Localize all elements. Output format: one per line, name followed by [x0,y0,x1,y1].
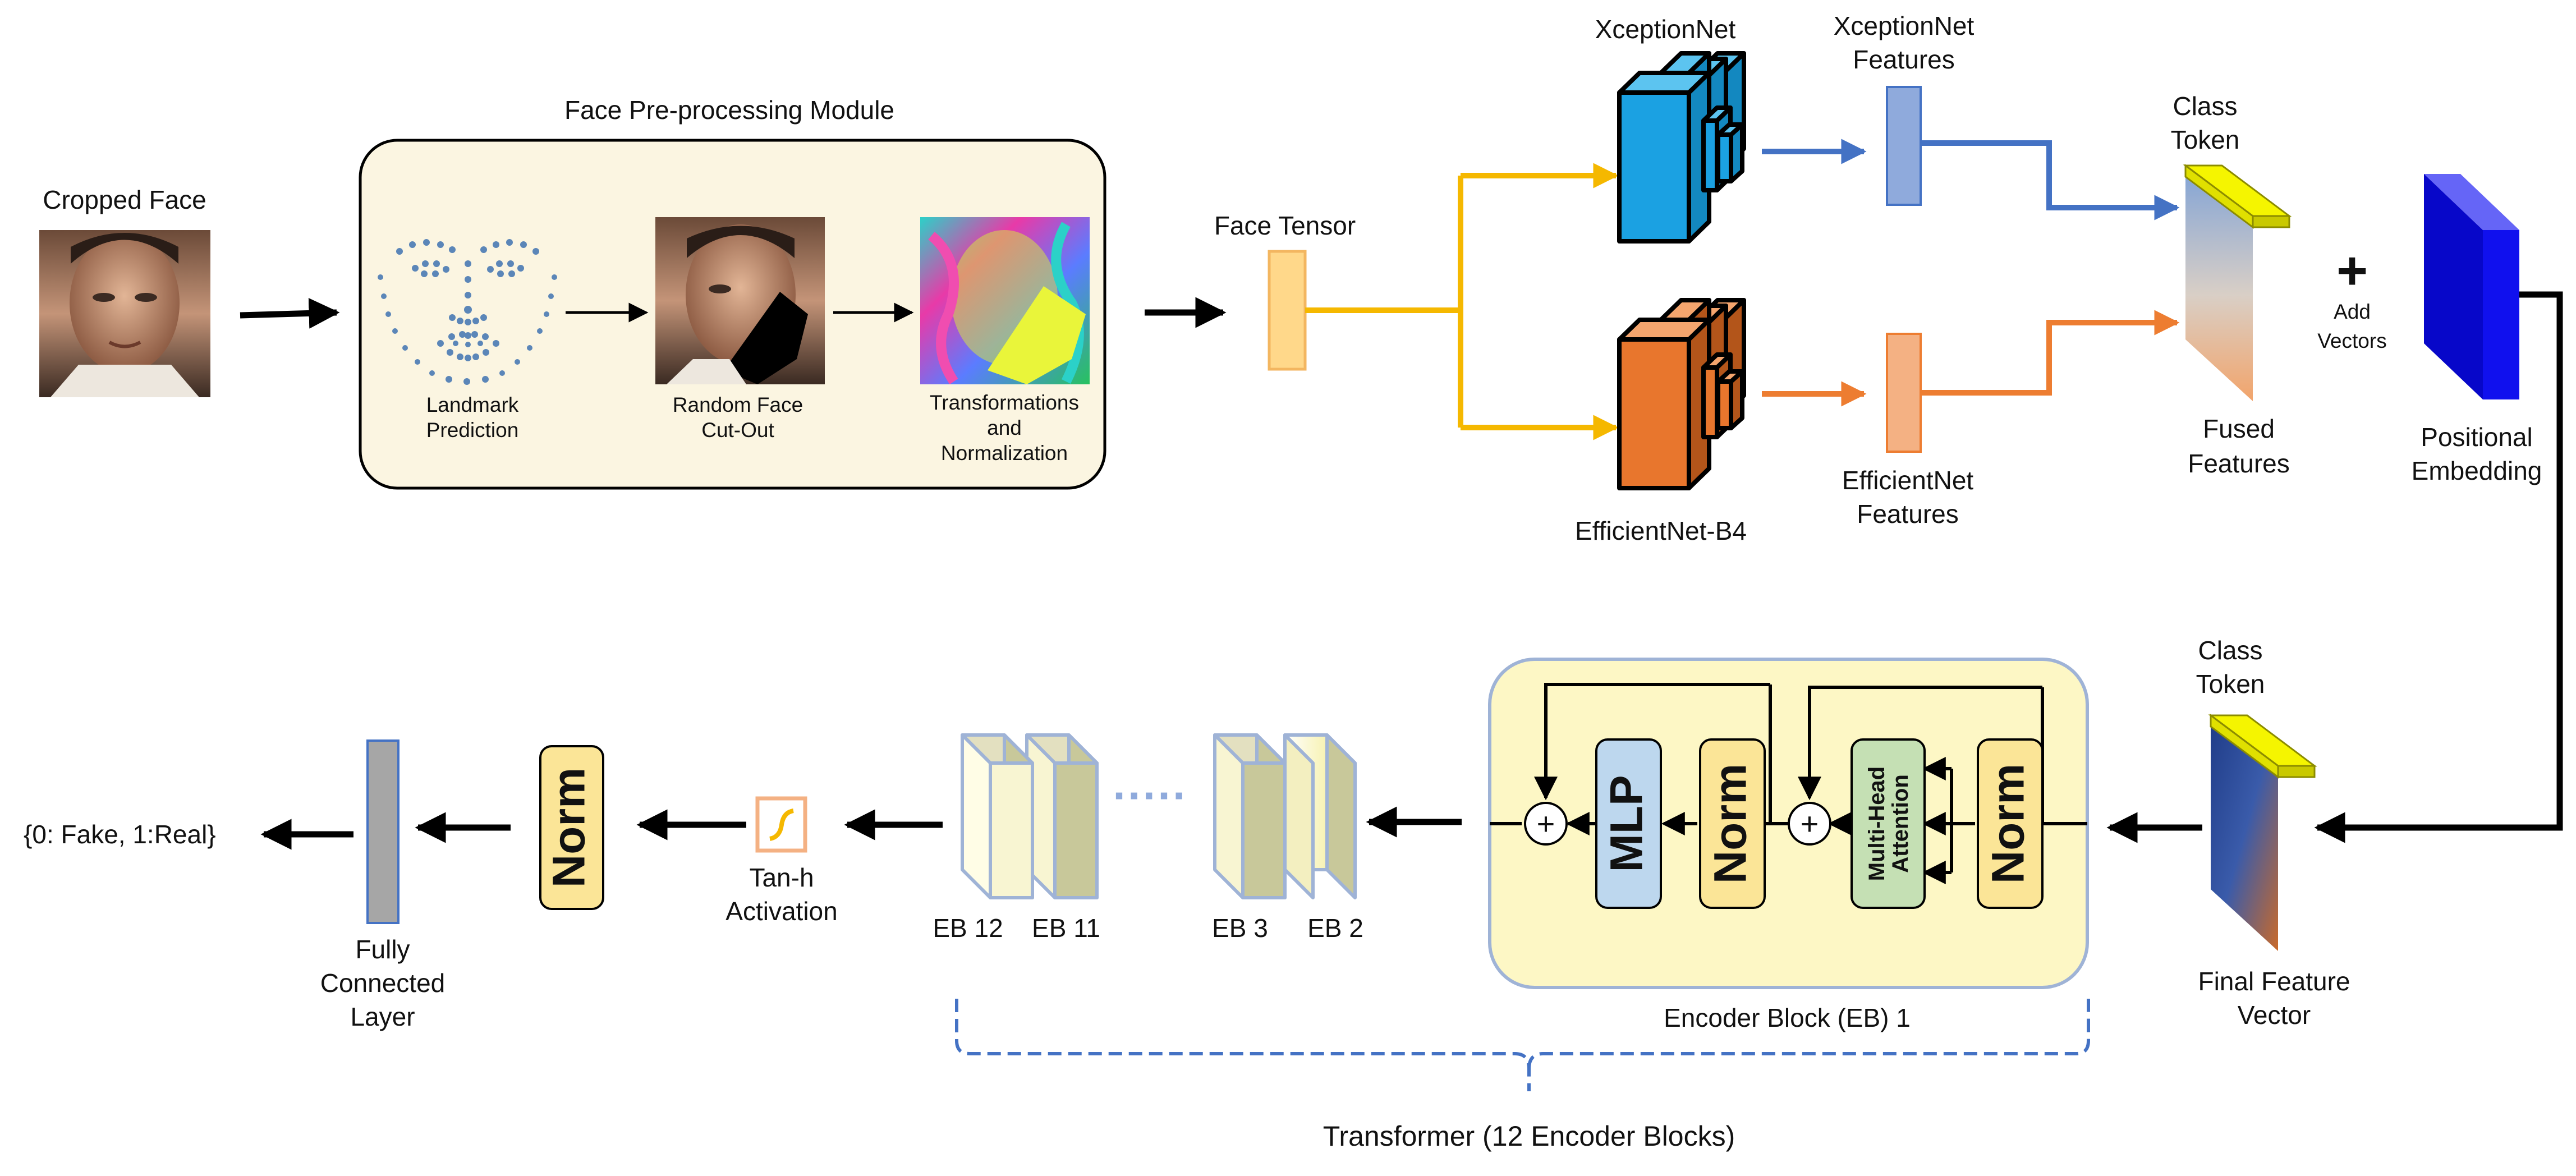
preprocessing-title: Face Pre-processing Module [564,95,894,125]
arrow-input-to-preprocessing [240,297,340,329]
landmark-label-2: Prediction [426,419,519,442]
add-vectors-label-1: Add [2334,300,2371,323]
eb12-label: EB 12 [933,913,1003,943]
output-label: {0: Fake, 1:Real} [24,820,216,849]
efficientnet-features-block [1886,333,1922,453]
tanh-curve-icon [755,796,807,853]
positional-embedding-label-1: Positional [2421,422,2532,452]
encoder-block-eb12 [961,733,1034,899]
encoder-block-eb11 [1025,733,1099,899]
xception-features-label-2: Features [1853,45,1955,74]
fused-features-block [2183,164,2292,401]
final-vector-label-2: Vector [2238,1000,2311,1030]
encoder-norm-1 [1977,738,2044,909]
head-norm-box [539,745,604,910]
xception-features-block [1886,86,1922,206]
attention-label-2: Attention [1888,774,1913,873]
fc-label-1: Fully [355,935,410,964]
add-vectors-label-2: Vectors [2317,329,2386,352]
encoder-internal-wiring [1490,683,2087,884]
mlp-label: MLP [1601,775,1652,872]
transform-label-1: Transformations [930,391,1079,414]
transform-label-3: Normalization [941,442,1068,465]
attention-label-1: Multi-Head [1865,766,1889,881]
face-tensor-label: Face Tensor [1214,211,1356,240]
transformer-label: Transformer (12 Encoder Blocks) [1323,1120,1735,1152]
fused-features-label-2: Features [2188,449,2290,478]
arrow-embedding-to-final [2314,291,2563,843]
tensor-split-arrows [1305,163,1619,440]
head-norm-label: Norm [544,768,595,888]
activation-label-2: Activation [725,897,837,926]
cropped-face-label: Cropped Face [43,185,206,214]
eb2-label: EB 2 [1307,913,1363,943]
encoder-block-eb2 [1283,733,1357,899]
eb3-label: EB 3 [1212,913,1268,943]
efficientnet-label: EfficientNet-B4 [1575,516,1747,545]
class-token-label-1: Class [2173,91,2237,121]
cutout-label-1: Random Face [673,393,803,416]
residual-add-2-symbol: + [1801,806,1819,842]
residual-add-2 [1788,802,1831,846]
efficientnet-network-icon [1617,298,1746,490]
positional-embedding-block [2424,174,2519,399]
cropped-face-image [39,230,210,397]
transformer-brace [955,999,2090,1091]
fc-label-3: Layer [350,1002,415,1031]
encoder-block-eb3 [1213,733,1287,899]
face-photo-icon [655,217,825,384]
encoder-norm-1-label: Norm [1983,764,2034,884]
landmark-dots-icon [378,239,557,385]
fully-connected-layer [366,739,400,924]
transform-label-2: and [987,416,1022,439]
eb11-label: EB 11 [1032,913,1100,943]
cutout-label-2: Cut-Out [701,419,774,442]
mlp-box [1595,738,1662,909]
arrow-xception-features-to-fused [1921,140,2180,220]
final-vector-label-1: Final Feature [2198,967,2350,996]
encoder-norm-2-label: Norm [1705,764,1756,884]
face-tensor-block [1268,250,1307,371]
final-class-token-label-2: Token [2196,669,2265,699]
xception-features-label-1: XceptionNet [1834,11,1975,40]
multi-head-attention-box [1851,738,1926,909]
encoder-norm-2 [1699,738,1766,909]
transformed-face-icon [920,217,1090,384]
class-token-label-2: Token [2171,125,2240,154]
positional-embedding-label-2: Embedding [2412,456,2542,485]
encoder-block-title: Encoder Block (EB) 1 [1664,1003,1911,1032]
arrow-efficientnet-features-to-fused [1921,310,2180,396]
plus-sign: + [2336,241,2368,301]
final-class-token-label-1: Class [2198,636,2262,665]
landmark-label-1: Landmark [426,393,519,416]
final-feature-vector-block [2208,714,2317,951]
xception-label: XceptionNet [1595,15,1736,44]
fused-features-label-1: Fused [2203,414,2275,443]
xception-network-icon [1617,51,1746,244]
activation-label-1: Tan-h [749,863,814,892]
fc-label-2: Connected [320,968,446,998]
residual-add-1 [1524,802,1568,846]
stack-ellipsis: ····· [1113,770,1187,820]
residual-add-1-symbol: + [1537,806,1555,842]
efficientnet-features-label-2: Features [1857,499,1959,529]
efficientnet-features-label-1: EfficientNet [1842,466,1974,495]
